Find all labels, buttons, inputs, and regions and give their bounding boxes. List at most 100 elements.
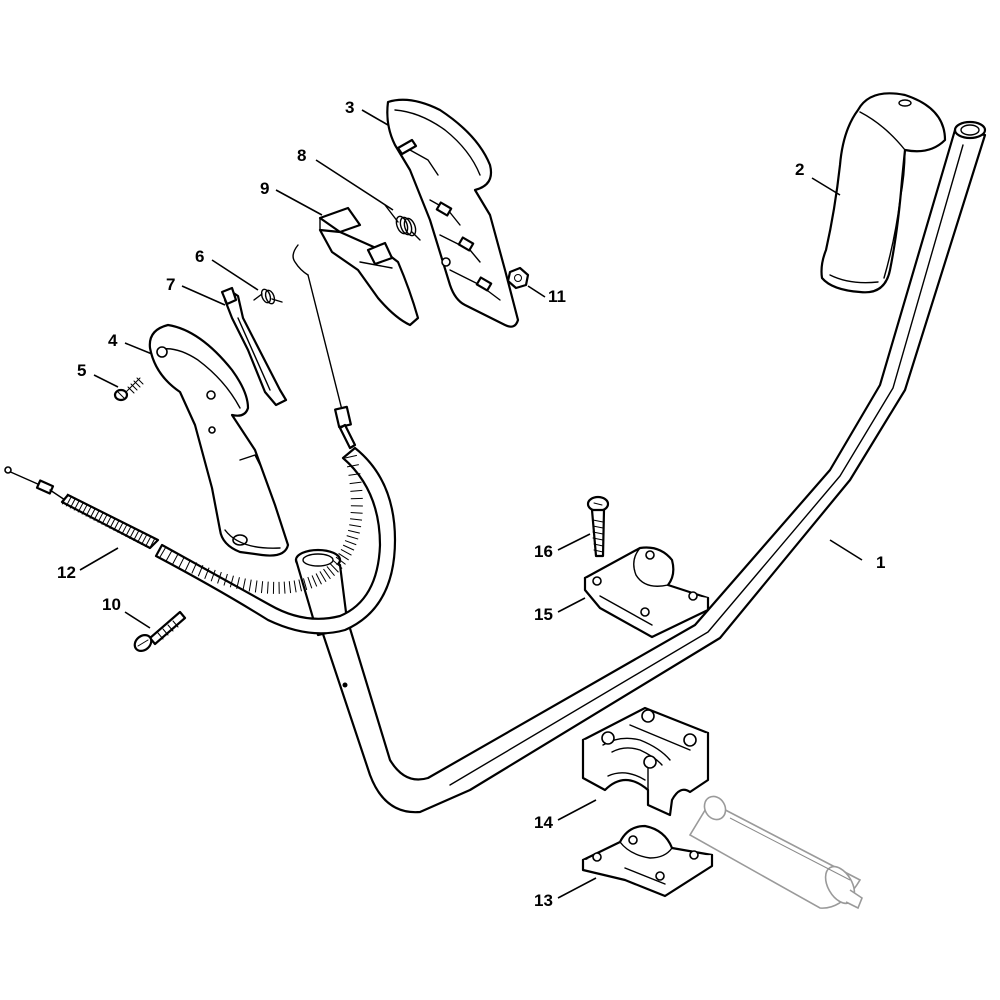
coil-ring [101, 513, 108, 525]
coil-ring [347, 529, 360, 534]
coil-ring [140, 533, 148, 546]
callout-16: 16 [534, 542, 553, 561]
throttle-trigger[interactable] [318, 206, 420, 327]
coil-ring [293, 580, 297, 593]
coil-ring [346, 535, 359, 540]
coil-ring [302, 578, 308, 591]
coil-ring [288, 581, 292, 594]
coil-ring [191, 562, 198, 574]
coil-ring [344, 540, 357, 546]
coil-ring [332, 560, 343, 569]
coil-ring [148, 538, 156, 550]
callout-10: 10 [102, 595, 121, 614]
coil-ring [236, 577, 240, 589]
callout-8: 8 [297, 146, 306, 165]
coil-ring [217, 571, 222, 584]
callout-13: 13 [534, 891, 553, 910]
callout-7: 7 [166, 275, 175, 294]
coil-ring [81, 503, 89, 515]
coil-ring [338, 552, 349, 561]
coil-ring [69, 497, 77, 509]
coil-ring [350, 489, 363, 492]
coil-ring [254, 580, 258, 593]
callout-3: 3 [345, 98, 354, 117]
coil-ring [165, 549, 173, 561]
coil-ring [133, 529, 140, 541]
coil-ring [159, 546, 167, 558]
hex-nut[interactable] [506, 266, 530, 290]
bottom-clamp-13[interactable] [581, 824, 714, 898]
coil-ring [144, 535, 152, 548]
callout-15: 15 [534, 605, 553, 624]
coil-ring [323, 568, 331, 580]
coil-ring [105, 515, 112, 527]
coil-ring [184, 559, 192, 571]
callout-4: 4 [108, 331, 118, 350]
coil-ring [266, 581, 269, 594]
rear-housing-half[interactable] [148, 323, 290, 557]
callout-14: 14 [534, 813, 553, 832]
coil-ring [61, 493, 69, 505]
callout-1: 1 [876, 553, 885, 572]
handlebar-tube[interactable] [318, 120, 987, 814]
coil-ring [248, 579, 252, 592]
coil-ring [350, 511, 363, 514]
coil-ring [298, 579, 302, 592]
throttle-housing-half[interactable] [386, 98, 520, 328]
coil-ring [348, 473, 361, 476]
callout-11: 11 [548, 287, 566, 306]
callout-12: 12 [57, 563, 76, 582]
coil-ring [97, 511, 104, 523]
coil-ring [350, 518, 363, 521]
clamp-body-14[interactable] [581, 706, 710, 817]
coil-ring [113, 519, 120, 531]
coil-ring [65, 495, 73, 507]
drive-shaft-reference [688, 795, 863, 910]
coil-ring [229, 575, 234, 588]
coil-ring [346, 464, 359, 468]
coil-ring [349, 524, 362, 528]
coil-ring [315, 573, 322, 585]
coil-ring [172, 553, 179, 565]
coil-ring [319, 571, 327, 582]
spring-6[interactable] [253, 288, 283, 305]
coil-ring [85, 505, 93, 517]
torsion-spring-8[interactable] [384, 204, 421, 241]
coil-ring [77, 501, 85, 513]
coil-ring [340, 548, 352, 556]
coil-ring [283, 581, 286, 594]
coil-ring [242, 578, 246, 591]
coil-ring [342, 544, 355, 551]
coil-ring [117, 521, 124, 533]
throttle-cable-assembly[interactable] [4, 446, 397, 635]
coil-ring [345, 454, 358, 459]
coil-ring [335, 556, 346, 565]
coil-ring [125, 525, 132, 537]
leader-lines [79, 109, 863, 899]
callout-labels: 1 2 3 4 5 6 7 8 9 10 11 12 13 14 15 16 [57, 98, 885, 910]
throttle-cable-upper [292, 244, 357, 450]
coil-ring [109, 517, 116, 529]
screw-16[interactable] [586, 495, 610, 558]
coil-ring [178, 556, 185, 568]
coil-ring [349, 481, 362, 485]
coil-ring [223, 573, 228, 586]
coil-ring [260, 581, 264, 594]
lever[interactable] [220, 286, 288, 407]
coil-ring [329, 563, 339, 573]
callout-5: 5 [77, 361, 86, 380]
coil-ring [136, 531, 144, 544]
coil-ring [326, 566, 335, 577]
coil-ring [129, 527, 136, 539]
coil-ring [197, 564, 204, 577]
coil-ring [93, 509, 100, 521]
screw-5[interactable] [113, 377, 144, 402]
screw-10[interactable] [132, 610, 187, 654]
callout-6: 6 [195, 247, 204, 266]
coil-ring [73, 499, 81, 511]
callout-9: 9 [260, 179, 269, 198]
top-clamp-15[interactable] [583, 546, 710, 639]
handle-grip[interactable] [820, 92, 947, 294]
coil-ring [89, 507, 96, 519]
